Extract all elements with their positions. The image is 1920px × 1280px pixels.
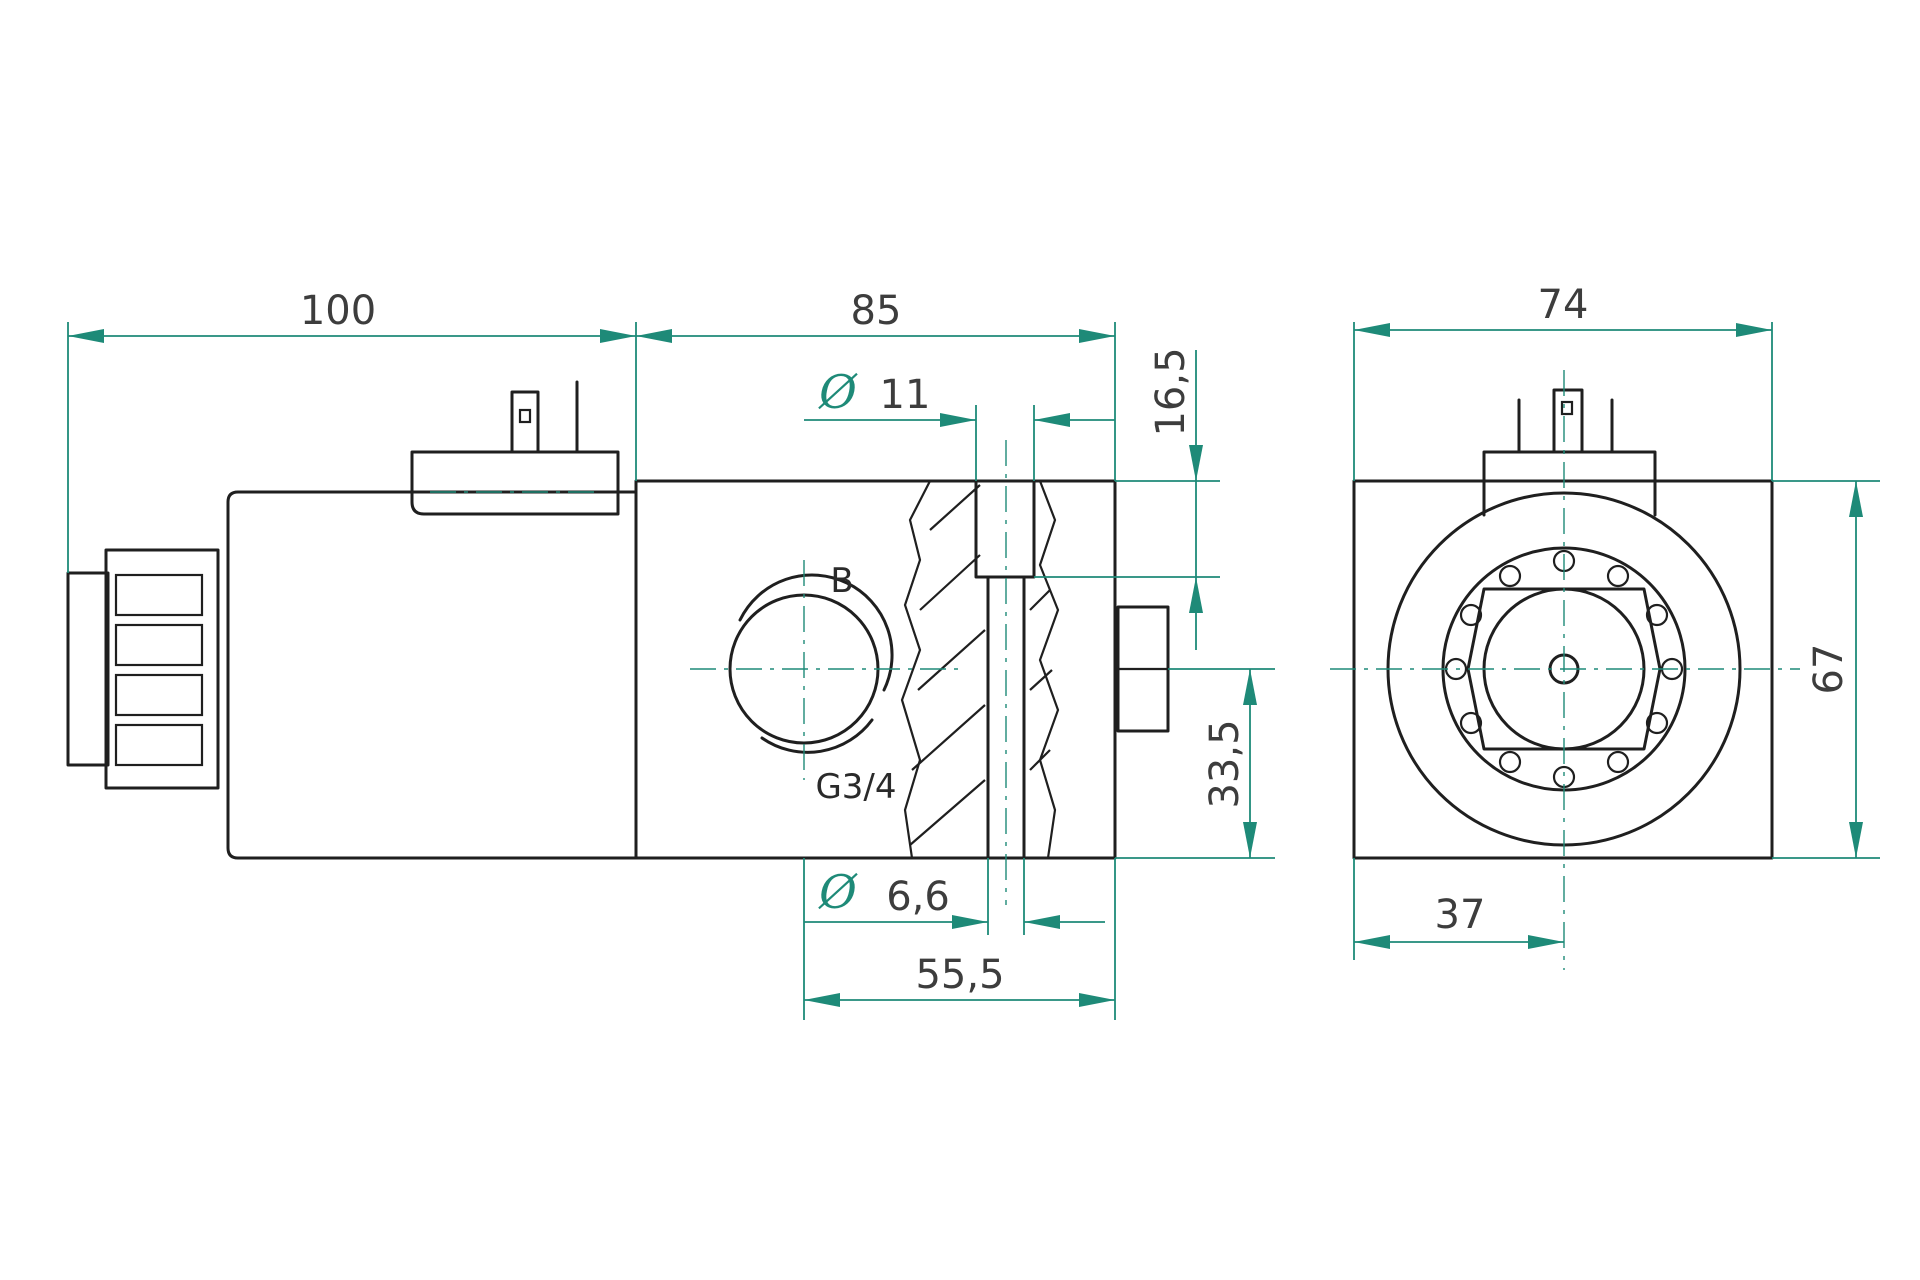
dim-85-label: 85: [851, 288, 902, 334]
dim-6-6-label: 6,6: [886, 874, 950, 920]
dim-67-label: 67: [1806, 644, 1852, 695]
dimension-labels: 100 85 Ø 11 16,5 33,5 Ø 6,6 55,5 74 67 3…: [300, 282, 1852, 998]
dim-33-5-label: 33,5: [1202, 719, 1248, 808]
port-thread-label: G3/4: [815, 767, 896, 807]
valve-body: [634, 440, 1170, 905]
end-view: [1330, 370, 1800, 970]
dim-16-5-label: 16,5: [1148, 347, 1194, 436]
port-b-label: B: [830, 561, 853, 601]
diameter-symbol-top: Ø: [818, 365, 858, 419]
connector-plug: [410, 380, 620, 516]
dim-37-label: 37: [1435, 892, 1486, 938]
side-view: [66, 380, 1170, 905]
dimension-lines: [67, 322, 1880, 1020]
diameter-symbol-bottom: Ø: [818, 865, 858, 919]
coil-body: [226, 490, 638, 860]
dim-11-label: 11: [880, 372, 931, 418]
dim-55-5-label: 55,5: [915, 952, 1004, 998]
knurled-nut: [66, 548, 220, 790]
dim-74-label: 74: [1538, 282, 1589, 328]
dim-100-label: 100: [300, 288, 376, 334]
